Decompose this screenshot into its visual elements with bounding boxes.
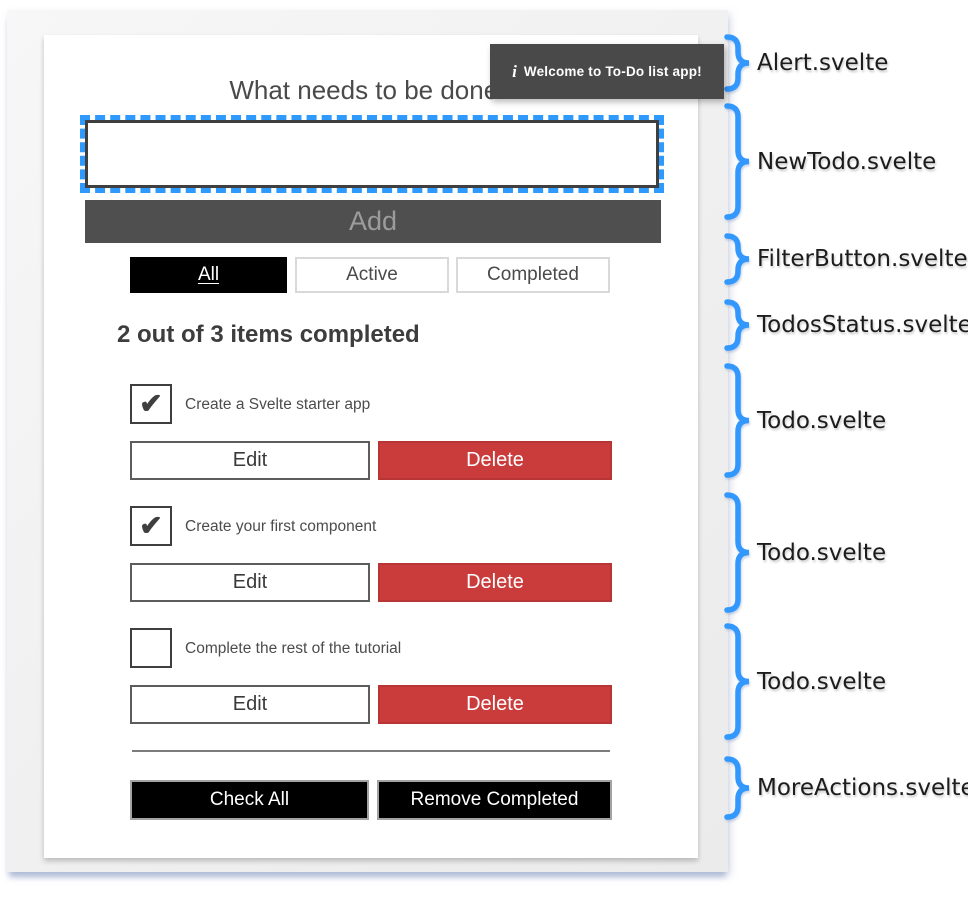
component-annotation: FilterButton.svelte: [723, 233, 968, 285]
curly-brace-icon: [724, 363, 750, 478]
curly-brace-icon: [724, 233, 750, 285]
delete-button[interactable]: Delete: [378, 563, 612, 602]
alert-message: Welcome to To-Do list app!: [523, 64, 702, 79]
component-annotation: Todo.svelte: [723, 363, 886, 478]
remove-completed-button[interactable]: Remove Completed: [377, 780, 612, 820]
divider: [132, 750, 610, 752]
component-annotation: Todo.svelte: [723, 492, 886, 613]
component-label: NewTodo.svelte: [757, 148, 937, 175]
delete-button[interactable]: Delete: [378, 441, 612, 480]
todo-checkbox[interactable]: [130, 628, 172, 668]
filter-button-active[interactable]: Active: [295, 257, 449, 293]
edit-button[interactable]: Edit: [130, 685, 370, 724]
curly-brace-icon: [724, 299, 750, 351]
checkmark-icon: ✔: [139, 388, 163, 419]
component-annotation: TodosStatus.svelte: [723, 299, 968, 351]
alert-toast: i Welcome to To-Do list app!: [490, 44, 724, 99]
curly-brace-icon: [724, 623, 750, 740]
todos-status-heading: 2 out of 3 items completed: [117, 321, 420, 348]
edit-button[interactable]: Edit: [130, 563, 370, 602]
component-label: Todo.svelte: [757, 668, 887, 695]
info-icon: i: [512, 61, 517, 81]
filter-button-all[interactable]: All: [130, 257, 287, 293]
component-label: Alert.svelte: [757, 50, 889, 76]
delete-button[interactable]: Delete: [378, 685, 612, 724]
page-title: What needs to be done?: [229, 75, 513, 105]
add-button[interactable]: Add: [85, 200, 661, 243]
component-annotation: NewTodo.svelte: [723, 103, 936, 220]
component-annotation: Alert.svelte: [723, 34, 888, 92]
component-annotation: MoreActions.svelte: [723, 756, 968, 820]
edit-button[interactable]: Edit: [130, 441, 370, 480]
component-label: FilterButton.svelte: [757, 246, 968, 272]
todo-label: Create your first component: [185, 518, 377, 535]
todo-checkbox[interactable]: ✔: [130, 506, 172, 546]
filter-button-completed[interactable]: Completed: [456, 257, 610, 293]
checkmark-icon: ✔: [139, 510, 163, 541]
new-todo-input-focus-ring: [80, 115, 664, 193]
component-annotation: Todo.svelte: [723, 623, 886, 740]
app-stage: What needs to be done? i Welcome to To-D…: [7, 10, 728, 872]
todo-app-card: What needs to be done? i Welcome to To-D…: [44, 35, 724, 858]
curly-brace-icon: [724, 756, 750, 820]
curly-brace-icon: [724, 103, 750, 220]
todo-label: Create a Svelte starter app: [185, 396, 371, 413]
component-label: TodosStatus.svelte: [757, 312, 968, 338]
todo-checkbox[interactable]: ✔: [130, 384, 172, 424]
component-label: Todo.svelte: [757, 539, 887, 566]
new-todo-input[interactable]: [85, 120, 659, 188]
todo-label: Complete the rest of the tutorial: [185, 640, 402, 657]
curly-brace-icon: [724, 492, 750, 613]
check-all-button[interactable]: Check All: [130, 780, 369, 820]
component-label: MoreActions.svelte: [757, 775, 968, 801]
filter-all-label: All: [197, 264, 220, 285]
curly-brace-icon: [724, 34, 750, 92]
component-label: Todo.svelte: [757, 407, 887, 434]
